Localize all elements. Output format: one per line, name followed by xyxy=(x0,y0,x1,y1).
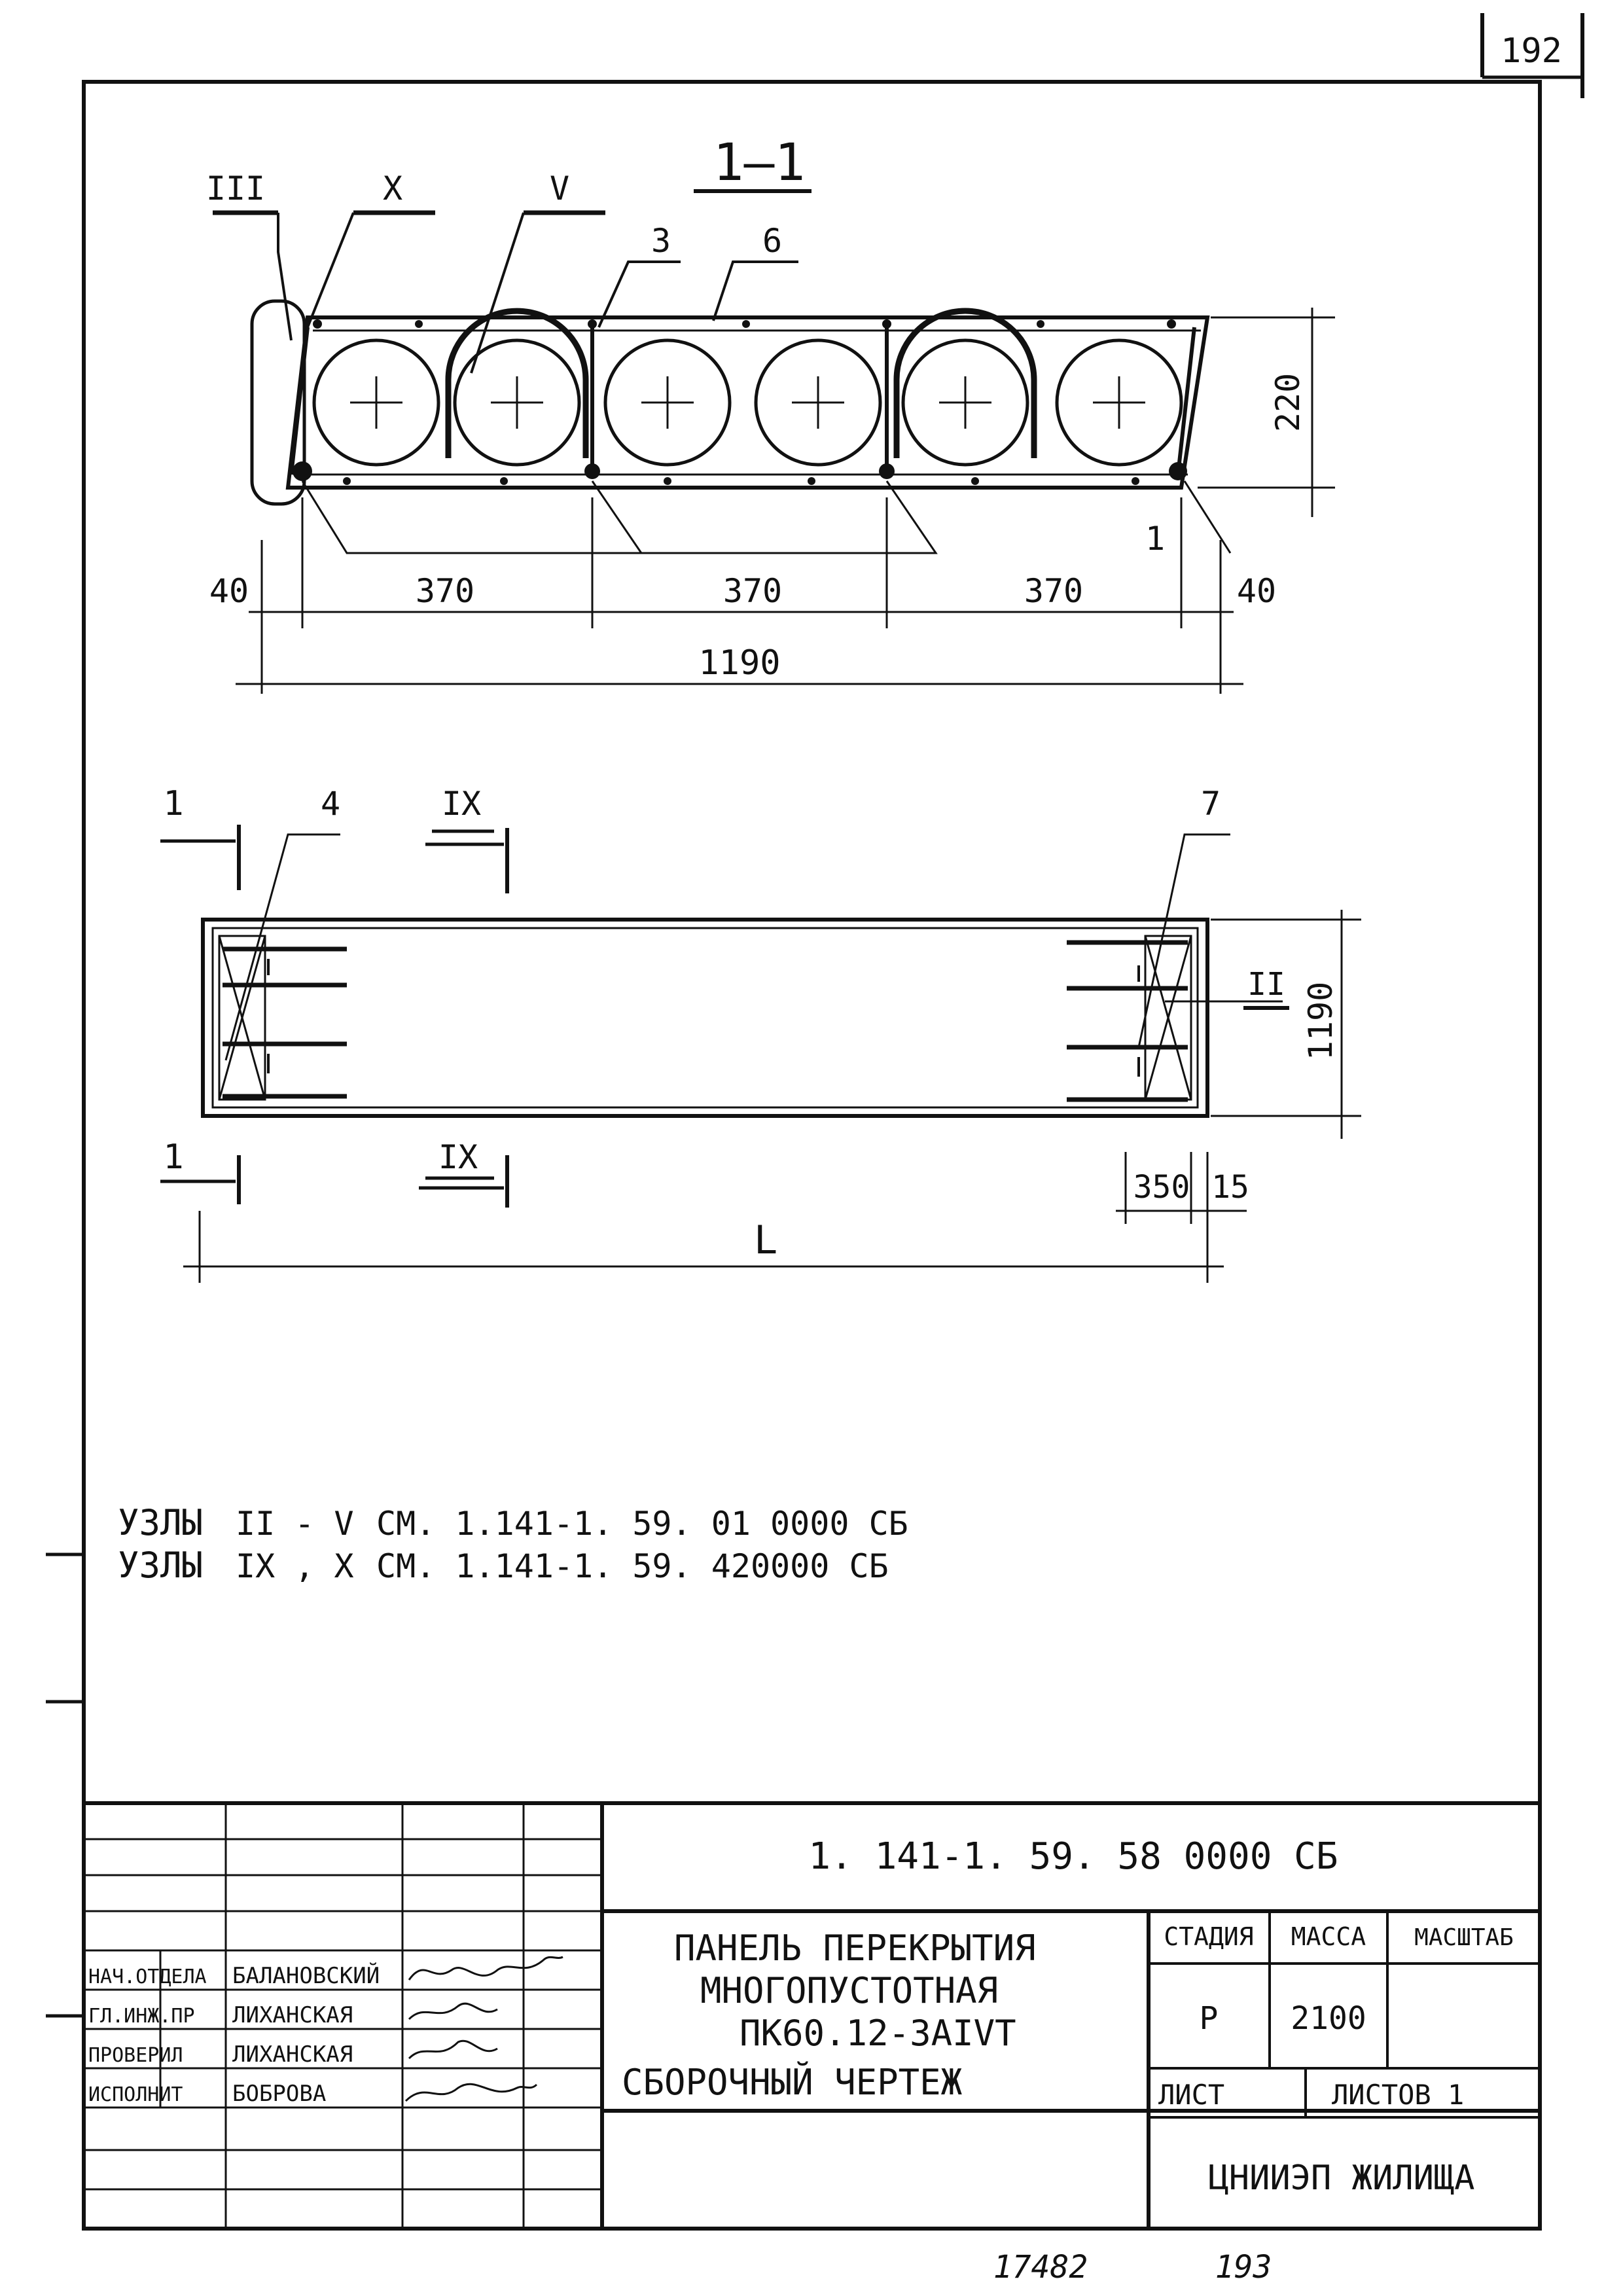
node-label-III: III xyxy=(206,170,265,207)
cut-mark-1-top: 1 xyxy=(163,784,183,823)
cut-mark-1-bottom: 1 xyxy=(163,1138,183,1177)
corner-number: 192 xyxy=(1501,31,1562,71)
dim-edge-right: 40 xyxy=(1237,572,1276,610)
cut-mark-IX-top: IX xyxy=(442,785,481,823)
position-label-3: 3 xyxy=(651,222,671,260)
note-2-text: СМ. 1.141-1. 59. 420000 СБ xyxy=(376,1547,889,1585)
value-stage: Р xyxy=(1200,2000,1219,2037)
sig-role-3: ПРОВЕРИЛ xyxy=(88,2044,183,2067)
dim-pitch-1: 370 xyxy=(416,572,474,610)
position-label-1: 1 xyxy=(1145,520,1165,558)
header-mass: МАССА xyxy=(1291,1922,1366,1951)
header-scale: МАСШТАБ xyxy=(1414,1924,1514,1951)
note-1-nodes: II - V xyxy=(236,1505,354,1543)
dim-pitch-2: 370 xyxy=(723,572,782,610)
sheet-label: ЛИСТ xyxy=(1158,2079,1224,2111)
title-line-4: СБОРОЧНЫЙ ЧЕРТЕЖ xyxy=(622,2062,963,2103)
corner-number-box: 192 xyxy=(1480,13,1584,98)
dim-end-edge: 15 xyxy=(1211,1169,1249,1206)
title-line-3: ПК60.12-3АIVТ xyxy=(740,2013,1016,2054)
cut-mark-IX-bottom: IX xyxy=(438,1138,478,1176)
note-1-text: СМ. 1.141-1. 59. 01 0000 СБ xyxy=(376,1505,908,1543)
value-mass: 2100 xyxy=(1291,2000,1366,2037)
sheet-frame xyxy=(82,80,1542,2231)
bottom-left-number: 17482 xyxy=(993,2249,1088,2286)
section-view: 1—1 III X V 3 6 xyxy=(206,134,1335,694)
section-title: 1—1 xyxy=(713,134,806,192)
position-label-6: 6 xyxy=(762,222,782,260)
notes: УЗЛЫ II - V СМ. 1.141-1. 59. 01 0000 СБ … xyxy=(118,1502,908,1586)
sig-role-2: ГЛ.ИНЖ.ПР xyxy=(88,2005,195,2028)
position-label-4: 4 xyxy=(321,785,340,823)
dim-width: 1190 xyxy=(698,643,780,683)
rebar-dots xyxy=(293,319,1187,485)
header-stage: СТАДИЯ xyxy=(1164,1922,1253,1951)
node-III-loop xyxy=(250,299,306,506)
plan-dim-width: 1190 xyxy=(1302,982,1340,1060)
note-2-prefix: УЗЛЫ xyxy=(118,1545,203,1586)
dim-length: L xyxy=(754,1217,777,1263)
node-label-V: V xyxy=(550,170,569,207)
title-block: 1. 141-1. 59. 58 0000 СБ ПАНЕЛЬ ПЕРЕКРЫТ… xyxy=(84,1801,1540,2229)
title-line-1: ПАНЕЛЬ ПЕРЕКРЫТИЯ xyxy=(674,1928,1036,1969)
sig-name-3: ЛИХАНСКАЯ xyxy=(232,2041,353,2068)
sig-name-2: ЛИХАНСКАЯ xyxy=(232,2002,353,2028)
node-label-X: X xyxy=(383,170,402,207)
sig-role-4: ИСПОЛНИТ xyxy=(88,2083,183,2106)
dim-pitch-3: 370 xyxy=(1024,572,1083,610)
dim-edge-left: 40 xyxy=(209,572,249,610)
sig-name-1: БАЛАНОВСКИЙ xyxy=(232,1962,380,1989)
title-line-2: МНОГОПУСТОТНАЯ xyxy=(700,1970,998,2011)
organization: ЦНИИЭП ЖИЛИЩА xyxy=(1209,2159,1475,2198)
dim-height: 220 xyxy=(1269,373,1307,432)
dim-end-zone: 350 xyxy=(1133,1169,1190,1206)
hollow-cores xyxy=(312,338,1183,467)
sig-role-1: НАЧ.ОТДЕЛА xyxy=(88,1965,207,1988)
note-2-nodes: IX , X xyxy=(236,1547,354,1585)
handwritten-signatures xyxy=(404,1956,563,2102)
node-label-II: II xyxy=(1247,966,1285,1003)
sig-name-4: БОБРОВА xyxy=(232,2081,326,2107)
plan-view: 1 IX 4 7 xyxy=(160,784,1361,1283)
document-code: 1. 141-1. 59. 58 0000 СБ xyxy=(808,1835,1338,1878)
sheets-total: ЛИСТОВ 1 xyxy=(1332,2079,1464,2111)
position-label-7: 7 xyxy=(1201,785,1221,823)
bottom-right-number: 193 xyxy=(1215,2249,1272,2286)
note-1-prefix: УЗЛЫ xyxy=(118,1502,203,1543)
